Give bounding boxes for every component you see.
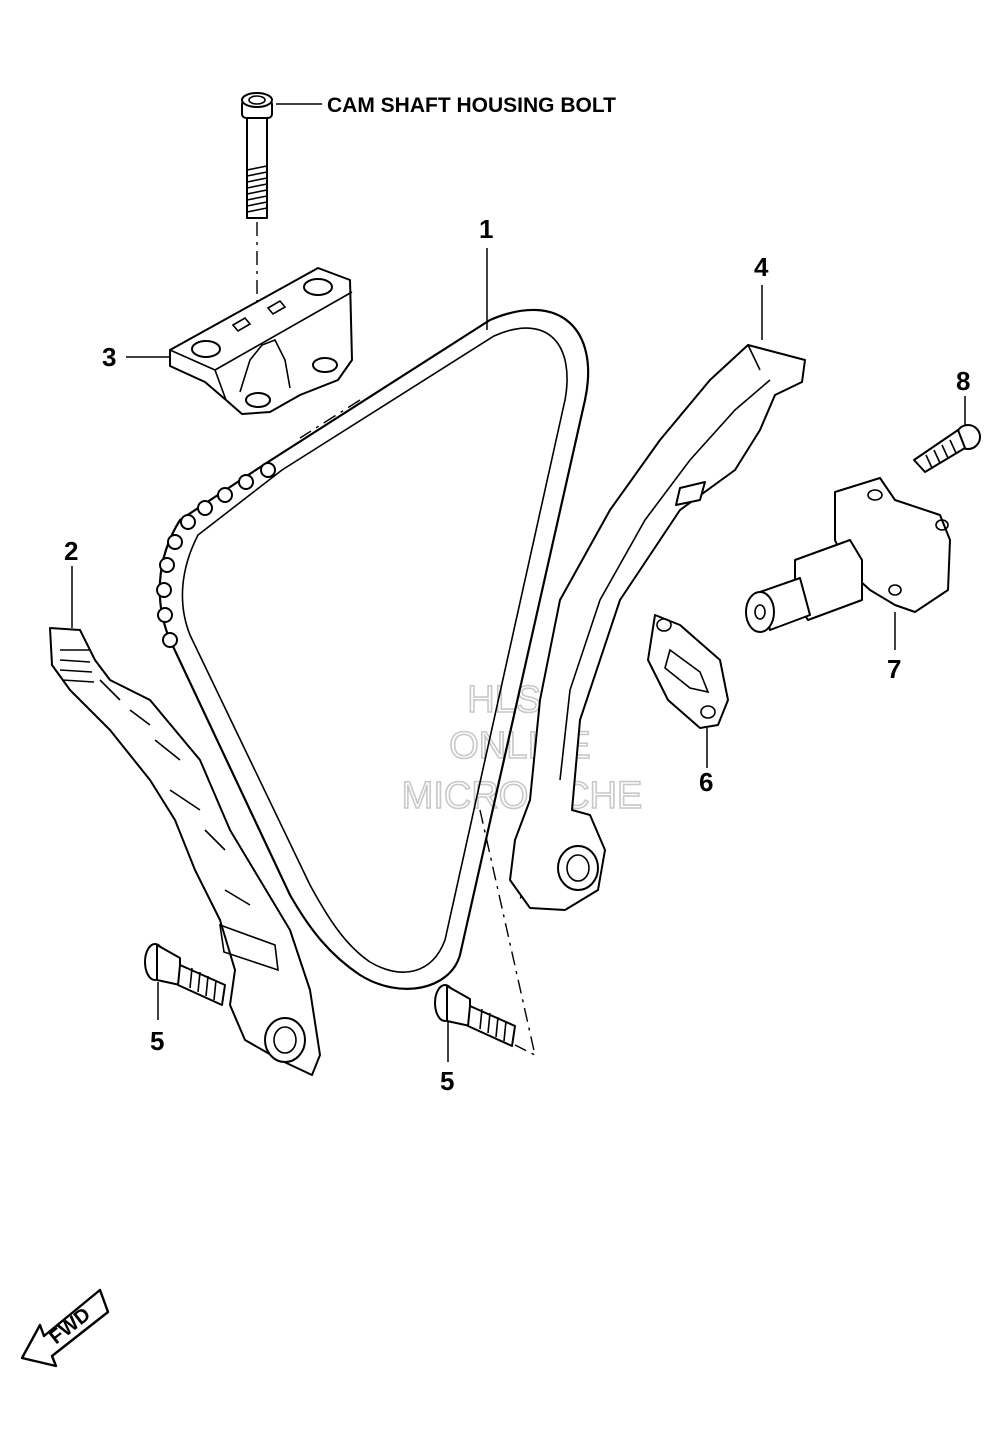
- watermark: HLSM ONLINE MICROFICHE: [401, 678, 643, 818]
- callout-2: 2: [64, 536, 78, 566]
- callout-1: 1: [479, 214, 493, 244]
- watermark-line-3: MICROFICHE: [402, 775, 643, 817]
- callout-8: 8: [956, 366, 970, 396]
- cam-shaft-housing-bolt-label: CAM SHAFT HOUSING BOLT: [327, 94, 616, 117]
- tensioner-arm[interactable]: [509, 344, 806, 911]
- callout-3: 3: [102, 342, 116, 372]
- callout-4: 4: [754, 252, 769, 282]
- pivot-bolt-left[interactable]: [144, 943, 226, 1006]
- tensioner-bolt[interactable]: [913, 424, 981, 473]
- pivot-bolt-center[interactable]: [434, 809, 537, 1057]
- cam-shaft-housing[interactable]: [169, 267, 353, 415]
- cam-shaft-housing-bolt[interactable]: [241, 92, 273, 400]
- chain-links: [156, 462, 276, 648]
- callout-5-center: 5: [440, 1066, 454, 1096]
- callout-5-left: 5: [150, 1026, 164, 1056]
- chain-tensioner[interactable]: [745, 477, 951, 633]
- callout-7: 6: [699, 767, 713, 797]
- callout-6: 7: [887, 654, 901, 684]
- fwd-arrow-icon: FWD: [20, 1288, 110, 1368]
- tensioner-gasket[interactable]: [647, 614, 729, 729]
- chain-guide[interactable]: [49, 627, 321, 1076]
